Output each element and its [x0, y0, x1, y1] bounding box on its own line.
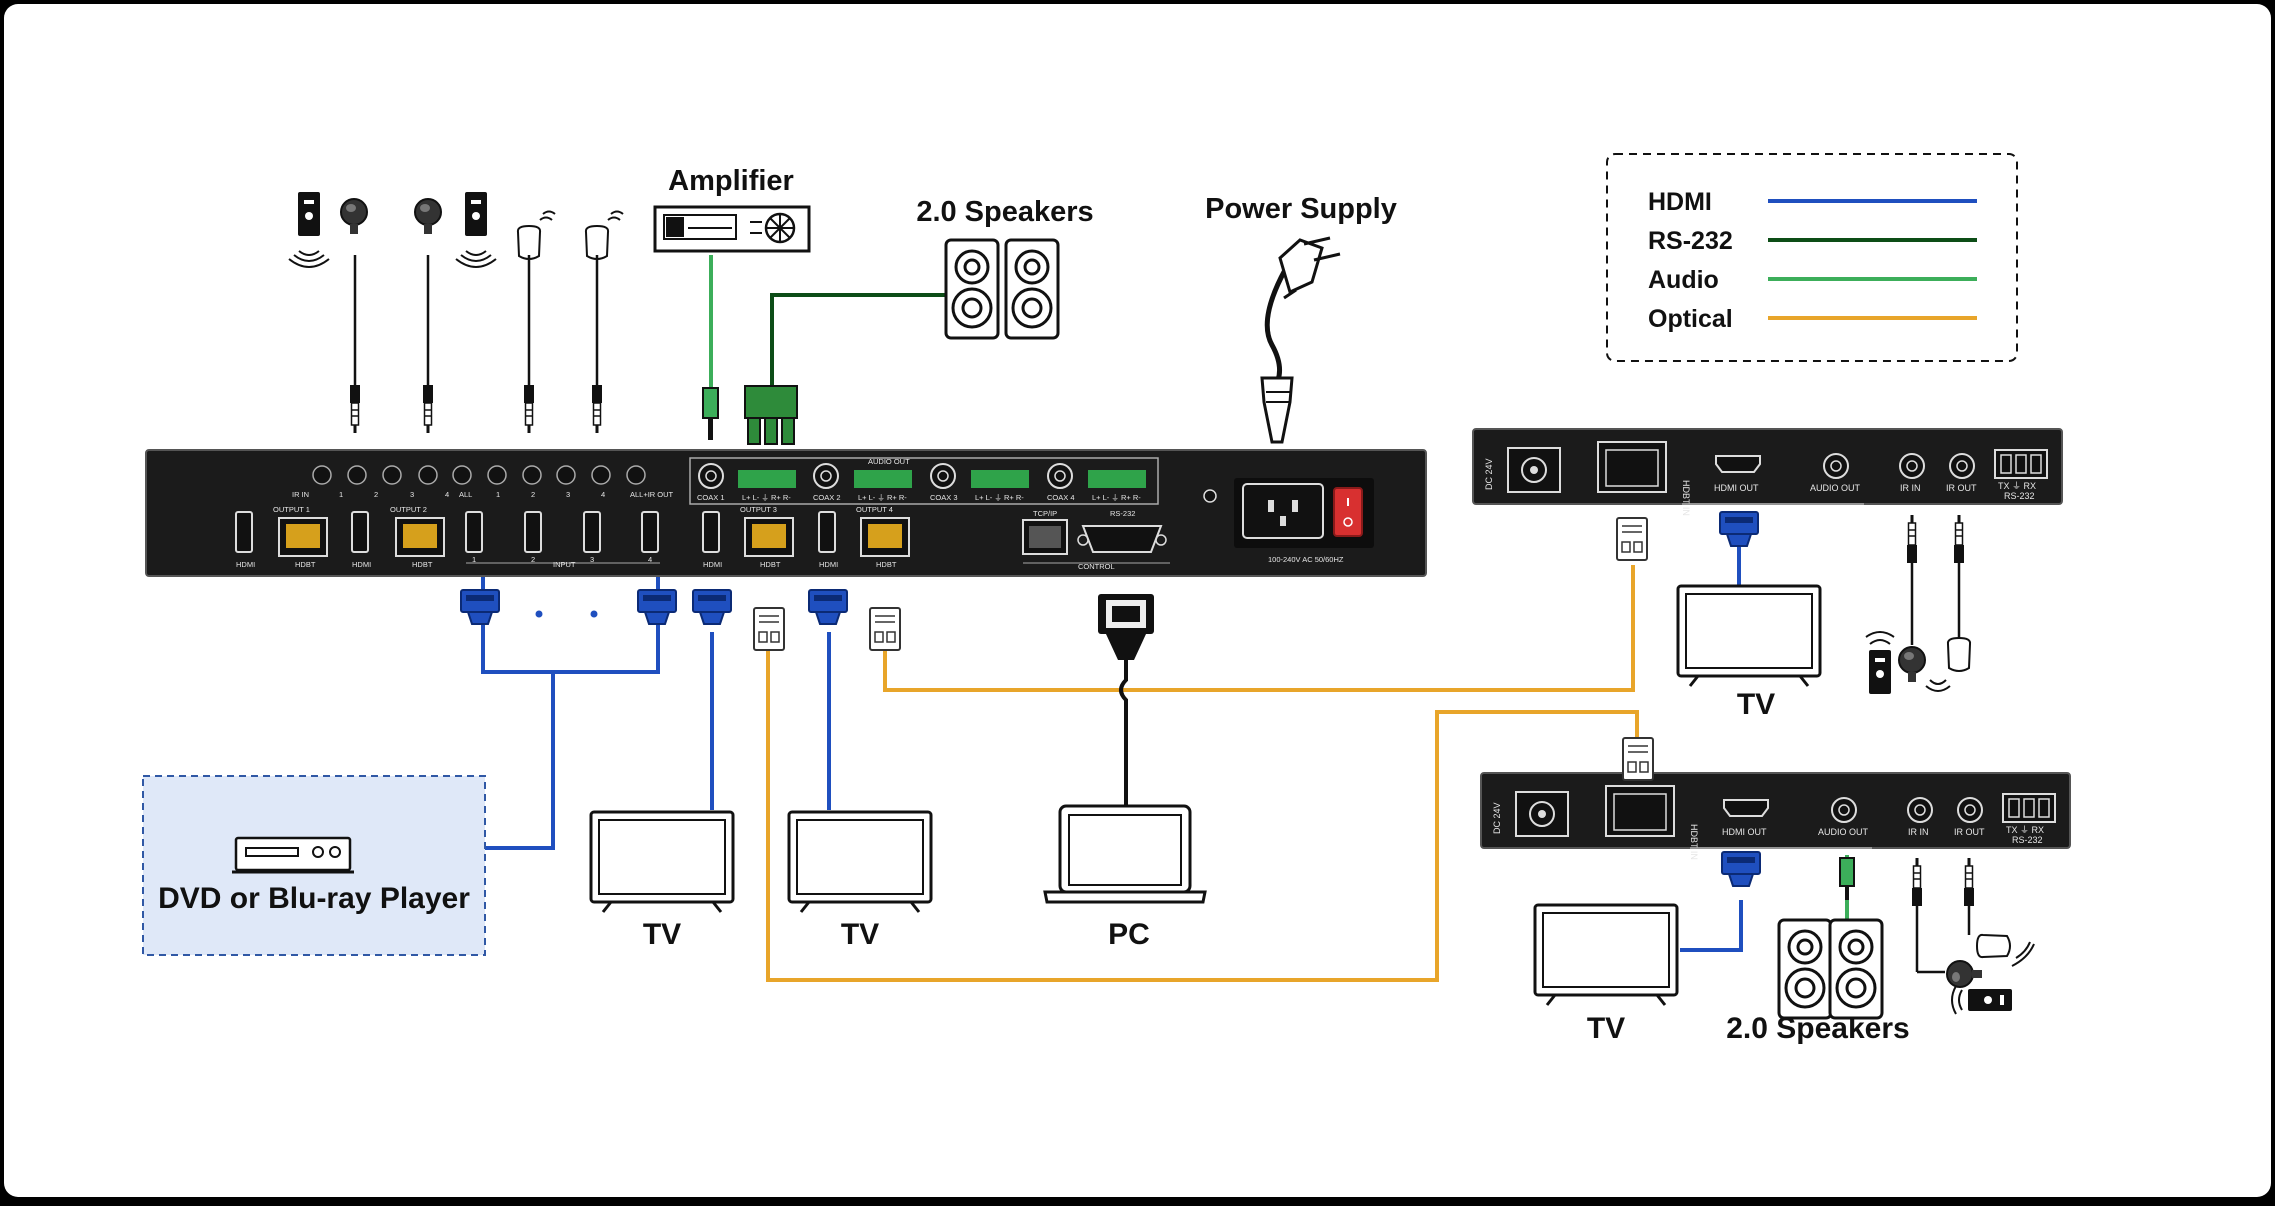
- legend: HDMI RS-232 Audio Optical: [1606, 153, 2018, 362]
- ir-out-num-3: 3: [566, 490, 570, 499]
- out3-hdmi-label: HDMI: [703, 560, 722, 569]
- terminal-pins-4: L+ L- ⏚ R+ R-: [1092, 493, 1141, 502]
- output3-label: OUTPUT 3: [740, 505, 777, 514]
- rx1-hdbt-in-label: HDBT IN: [1681, 480, 1691, 516]
- out1-hdbt-label: HDBT: [295, 560, 316, 569]
- hdmi-ports-vertical: [235, 511, 836, 553]
- rx1-ir-out-label: IR OUT: [1946, 483, 1977, 493]
- terminal-pins-2: L+ L- ⏚ R+ R-: [858, 493, 907, 502]
- tv-rx2-icon: [1533, 903, 1679, 1007]
- power-plug-icon: [1260, 236, 1341, 444]
- tv-2-label: TV: [841, 918, 879, 951]
- ir-devices-rx2: [1911, 857, 2035, 1015]
- control-label: CONTROL: [1078, 562, 1115, 571]
- legend-hdmi-label: HDMI: [1648, 188, 1712, 216]
- out2-hdbt-label: HDBT: [412, 560, 433, 569]
- power-rating-label: 100-240V AC 50/60HZ: [1268, 555, 1344, 564]
- tv-rx2-label: TV: [1587, 1012, 1625, 1045]
- ir-ports: [312, 465, 646, 485]
- receiver-2-plugs: [1622, 737, 1855, 900]
- terminal-pins-3: L+ L- ⏚ R+ R-: [975, 493, 1024, 502]
- tv-1-icon: [589, 810, 735, 914]
- output4-label: OUTPUT 4: [856, 505, 893, 514]
- rx1-rs232-label: RS-232: [2004, 491, 2035, 501]
- ir-in-label: IR IN: [292, 490, 309, 499]
- amplifier-icon: [653, 205, 811, 253]
- speakers-bottom-icon: [1777, 918, 1884, 1020]
- rx2-rs232-label: RS-232: [2012, 835, 2043, 845]
- rx2-audio-out-label: AUDIO OUT: [1818, 827, 1869, 837]
- receiver-2: DC 24V HDBT IN HDMI OUT AUDIO OUT IR IN …: [1480, 772, 2071, 860]
- rx2-hdmi-out-label: HDMI OUT: [1722, 827, 1767, 837]
- amplifier-label: Amplifier: [668, 165, 794, 197]
- coax1-label: COAX 1: [697, 493, 725, 502]
- input-num-4: 4: [648, 555, 652, 564]
- hdbt-ports: [278, 517, 910, 557]
- ir-in-all: ALL: [459, 490, 472, 499]
- laptop-icon: [1043, 804, 1207, 904]
- audio-out-label: AUDIO OUT: [868, 457, 910, 466]
- dvd-player-box: DVD or Blu-ray Player: [142, 775, 486, 956]
- out1-hdmi-label: HDMI: [236, 560, 255, 569]
- ir-out-label: ALL+IR OUT: [630, 490, 674, 499]
- tv-1-label: TV: [643, 918, 681, 951]
- tv-rx1-icon: [1676, 584, 1822, 688]
- ir-devices-top: [288, 192, 624, 435]
- input-label: INPUT: [553, 560, 576, 569]
- rx2-ir-in-label: IR IN: [1908, 827, 1929, 837]
- power-supply-label: Power Supply: [1205, 193, 1397, 225]
- pc-label: PC: [1108, 918, 1150, 951]
- tv-2-icon: [787, 810, 933, 914]
- cables: [481, 255, 1849, 982]
- ir-in-num-4: 4: [445, 490, 449, 499]
- input-num-3: 3: [590, 555, 594, 564]
- ir-in-num-1: 1: [339, 490, 343, 499]
- plugs-below-matrix: [460, 589, 1154, 660]
- dvd-label: DVD or Blu-ray Player: [158, 882, 470, 915]
- phoenix-connector: [744, 385, 798, 445]
- amplifier-jack: [702, 387, 719, 440]
- legend-audio-label: Audio: [1648, 266, 1719, 294]
- rx1-audio-out-label: AUDIO OUT: [1810, 483, 1861, 493]
- ir-devices-rx1: [1865, 514, 1972, 694]
- input-num-1: 1: [472, 555, 476, 564]
- out4-hdbt-label: HDBT: [876, 560, 897, 569]
- ir-in-num-3: 3: [410, 490, 414, 499]
- rx1-ir-in-label: IR IN: [1900, 483, 1921, 493]
- input-num-2: 2: [531, 555, 535, 564]
- speakers-bottom-label: 2.0 Speakers: [1726, 1012, 1909, 1045]
- tcpip-label: TCP/IP: [1033, 509, 1057, 518]
- rx2-ir-out-label: IR OUT: [1954, 827, 1985, 837]
- rx1-tx-rx-label: TX ⏚ RX: [1998, 481, 2036, 491]
- coax4-label: COAX 4: [1047, 493, 1075, 502]
- ir-out-num-2: 2: [531, 490, 535, 499]
- ir-out-num-1: 1: [496, 490, 500, 499]
- out2-hdmi-label: HDMI: [352, 560, 371, 569]
- dvd-player-icon: [232, 836, 354, 874]
- out3-hdbt-label: HDBT: [760, 560, 781, 569]
- ir-in-num-2: 2: [374, 490, 378, 499]
- matrix-switcher: IR IN 1 2 3 4 ALL 1 2 3 4 ALL+IR OUT AUD…: [145, 449, 1427, 577]
- audio-terminal-blocks: [738, 470, 1146, 488]
- db9-plug-icon: [1098, 594, 1154, 660]
- coax2-label: COAX 2: [813, 493, 841, 502]
- rs232-label: RS-232: [1110, 509, 1135, 518]
- output2-label: OUTPUT 2: [390, 505, 427, 514]
- terminal-pins-1: L+ L- ⏚ R+ R-: [742, 493, 791, 502]
- tv-rx1-label: TV: [1737, 688, 1775, 721]
- rx1-dc-label: DC 24V: [1484, 458, 1494, 490]
- speakers-top-label: 2.0 Speakers: [916, 196, 1093, 228]
- coax3-label: COAX 3: [930, 493, 958, 502]
- legend-rs232-label: RS-232: [1648, 227, 1733, 255]
- legend-optical-label: Optical: [1648, 305, 1733, 333]
- out4-hdmi-label: HDMI: [819, 560, 838, 569]
- rx2-tx-rx-label: TX ⏚ RX: [2006, 825, 2044, 835]
- receiver-1: DC 24V HDBT IN HDMI OUT AUDIO OUT IR IN …: [1472, 428, 2063, 516]
- rx2-hdbt-in-label: HDBT IN: [1689, 824, 1699, 860]
- rx1-hdmi-out-label: HDMI OUT: [1714, 483, 1759, 493]
- ir-out-num-4: 4: [601, 490, 605, 499]
- rx2-dc-label: DC 24V: [1492, 802, 1502, 834]
- output1-label: OUTPUT 1: [273, 505, 310, 514]
